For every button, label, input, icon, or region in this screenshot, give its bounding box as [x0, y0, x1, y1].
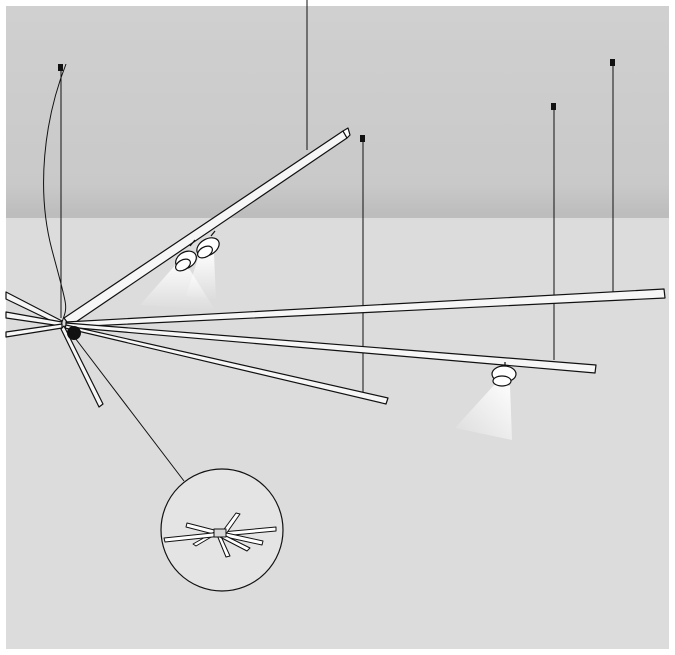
ceiling-anchor-icon	[58, 64, 63, 71]
linear-profile	[64, 324, 389, 405]
light-beam	[186, 252, 216, 300]
light-beam	[140, 262, 215, 310]
ceiling-edge	[6, 212, 669, 218]
connector-hub-icon	[67, 326, 81, 340]
spotlight-icon	[175, 239, 197, 272]
spotlight-icon	[491, 362, 517, 387]
ceiling-anchors	[58, 59, 615, 142]
callout-leader	[71, 333, 185, 482]
ceiling-anchor-icon	[360, 135, 365, 142]
ceiling	[6, 6, 669, 216]
linear-profile	[5, 323, 63, 338]
spotlight-group	[175, 230, 517, 387]
wall	[6, 218, 669, 649]
profile-end-cap	[342, 127, 351, 139]
light-beam	[455, 384, 512, 440]
linear-profiles	[5, 127, 666, 408]
power-cable	[43, 63, 67, 323]
ceiling-anchor-icon	[610, 59, 615, 66]
detail-hub-closeup	[163, 512, 277, 558]
ceiling-anchor-icon	[551, 103, 556, 110]
light-beams	[140, 252, 512, 440]
suspension-cables	[43, 0, 614, 394]
spotlight-icon	[196, 230, 220, 259]
